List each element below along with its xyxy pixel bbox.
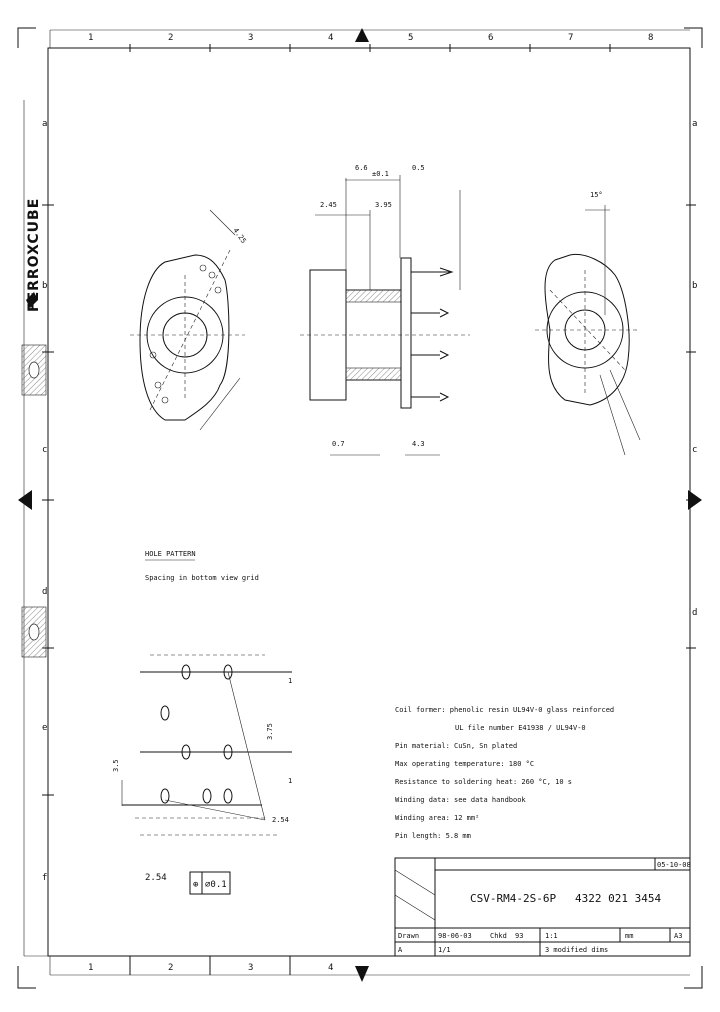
pattern-label-top: 1 — [288, 677, 292, 685]
dim-top-a-tol: ±0.1 — [372, 170, 389, 178]
column-number-7: 7 — [568, 33, 573, 43]
note-line-6: Winding data: see data handbook — [395, 796, 526, 804]
revision-remark: 3 modified dims — [545, 946, 608, 954]
pattern-dimension: 3.75 — [266, 723, 274, 740]
position-tolerance-icon: ⊕ — [193, 880, 198, 890]
left-view-dimension: 4.25 — [231, 227, 247, 245]
crop-marks — [17, 27, 703, 989]
hole-pattern-subheading: Spacing in bottom view grid — [145, 574, 259, 582]
dim-bottom-a: 0.7 — [332, 440, 345, 448]
title-date: 05-10-08 — [657, 861, 691, 869]
unit-value: mm — [625, 932, 633, 940]
column-number-bottom-1: 1 — [88, 963, 93, 973]
page-count: 1/1 — [438, 946, 451, 954]
row-letter-left-f: f — [42, 873, 47, 883]
material-notes: Coil former: phenolic resin UL94V-0 glas… — [395, 706, 614, 840]
note-line-1: Coil former: phenolic resin UL94V-0 glas… — [395, 706, 614, 714]
ferroxcube-logo: FERROXCUBE — [26, 198, 42, 312]
revision: A — [398, 946, 403, 954]
row-letter-d: d — [692, 608, 697, 618]
column-number-bottom-3: 3 — [248, 963, 253, 973]
tolerance-frame: 2.54 ⊕ ⌀0.1 — [145, 871, 231, 895]
left-view-drawing: 4.25 — [130, 209, 248, 431]
row-letter-a: a — [692, 119, 697, 129]
projection-symbols — [21, 344, 47, 658]
pattern-label-bottom: 1 — [288, 777, 292, 785]
centering-arrow-top-icon — [355, 28, 369, 42]
pattern-pitch: 3.5 — [112, 759, 120, 772]
centering-arrow-bottom-icon — [355, 966, 369, 982]
tolerance-side-label: 2.54 — [145, 873, 167, 883]
pattern-grid-note: 2.54 — [272, 816, 289, 824]
right-view-drawing: 15° — [535, 191, 641, 456]
checked-label: Chkd — [490, 932, 507, 940]
column-ruler-top: 1 2 3 4 5 6 7 8 — [88, 28, 653, 52]
column-number-5: 5 — [408, 33, 413, 43]
column-number-bottom-4: 4 — [328, 963, 333, 973]
note-line-2: UL file number E41938 / UL94V-0 — [455, 724, 586, 732]
dim-top-b: 0.5 — [412, 164, 425, 172]
hole-pattern-drawing: 1 1 3.75 3.5 2.54 — [112, 654, 292, 836]
drawn-value: 98-06-03 — [438, 932, 472, 940]
row-ruler-left: a b c d e f — [18, 119, 54, 883]
column-number-8: 8 — [648, 33, 653, 43]
column-number-2: 2 — [168, 33, 173, 43]
row-letter-left-c: c — [42, 445, 47, 455]
product-name: CSV-RM4-2S-6P — [470, 892, 556, 905]
dim-top-d: 3.95 — [375, 201, 392, 209]
dim-bottom-b: 4.3 — [412, 440, 425, 448]
row-letter-c: c — [692, 445, 697, 455]
column-number-1: 1 — [88, 33, 93, 43]
logo-mark-icon — [26, 292, 38, 308]
row-letter-left-e: e — [42, 723, 47, 733]
sheet-size: A3 — [674, 932, 682, 940]
column-number-4: 4 — [328, 33, 333, 43]
hole-pattern-notes: HOLE PATTERN Spacing in bottom view grid — [145, 550, 259, 582]
title-block: 05-10-08 CSV-RM4-2S-6P 4322 021 3454 Dra… — [394, 857, 691, 957]
note-line-4: Max operating temperature: 180 °C — [395, 760, 534, 768]
centering-arrow-right-icon — [688, 490, 702, 510]
column-number-3: 3 — [248, 33, 253, 43]
drawn-label: Drawn — [398, 932, 419, 940]
logo-text: FERROXCUBE — [26, 198, 42, 312]
row-letter-left-b: b — [42, 281, 47, 291]
scale-value: 1:1 — [545, 932, 558, 940]
row-letter-b: b — [692, 281, 697, 291]
row-ruler-right: a b c d — [686, 119, 702, 649]
checked-value: 93 — [515, 932, 523, 940]
row-letter-left-a: a — [42, 119, 47, 129]
dim-top-c: 2.45 — [320, 201, 337, 209]
dim-top-a: 6.6 — [355, 164, 368, 172]
row-letter-left-d: d — [42, 587, 47, 597]
centering-arrow-left-icon — [18, 490, 32, 510]
note-line-8: Pin length: 5.8 mm — [395, 832, 471, 840]
column-ruler-bottom: 1 2 3 4 — [88, 956, 369, 982]
right-view-angle: 15° — [590, 191, 603, 199]
column-number-6: 6 — [488, 33, 493, 43]
note-line-3: Pin material: CuSn, Sn plated — [395, 742, 517, 750]
tolerance-value: ⌀0.1 — [205, 880, 227, 890]
product-code: 4322 021 3454 — [575, 892, 661, 905]
note-line-7: Winding area: 12 mm² — [395, 814, 479, 822]
note-line-5: Resistance to soldering heat: 260 °C, 10… — [395, 778, 572, 786]
hole-pattern-heading: HOLE PATTERN — [145, 550, 196, 558]
column-number-bottom-2: 2 — [168, 963, 173, 973]
side-view-drawing: 6.6 ±0.1 0.5 2.45 3.95 0.7 4.3 — [300, 164, 470, 456]
